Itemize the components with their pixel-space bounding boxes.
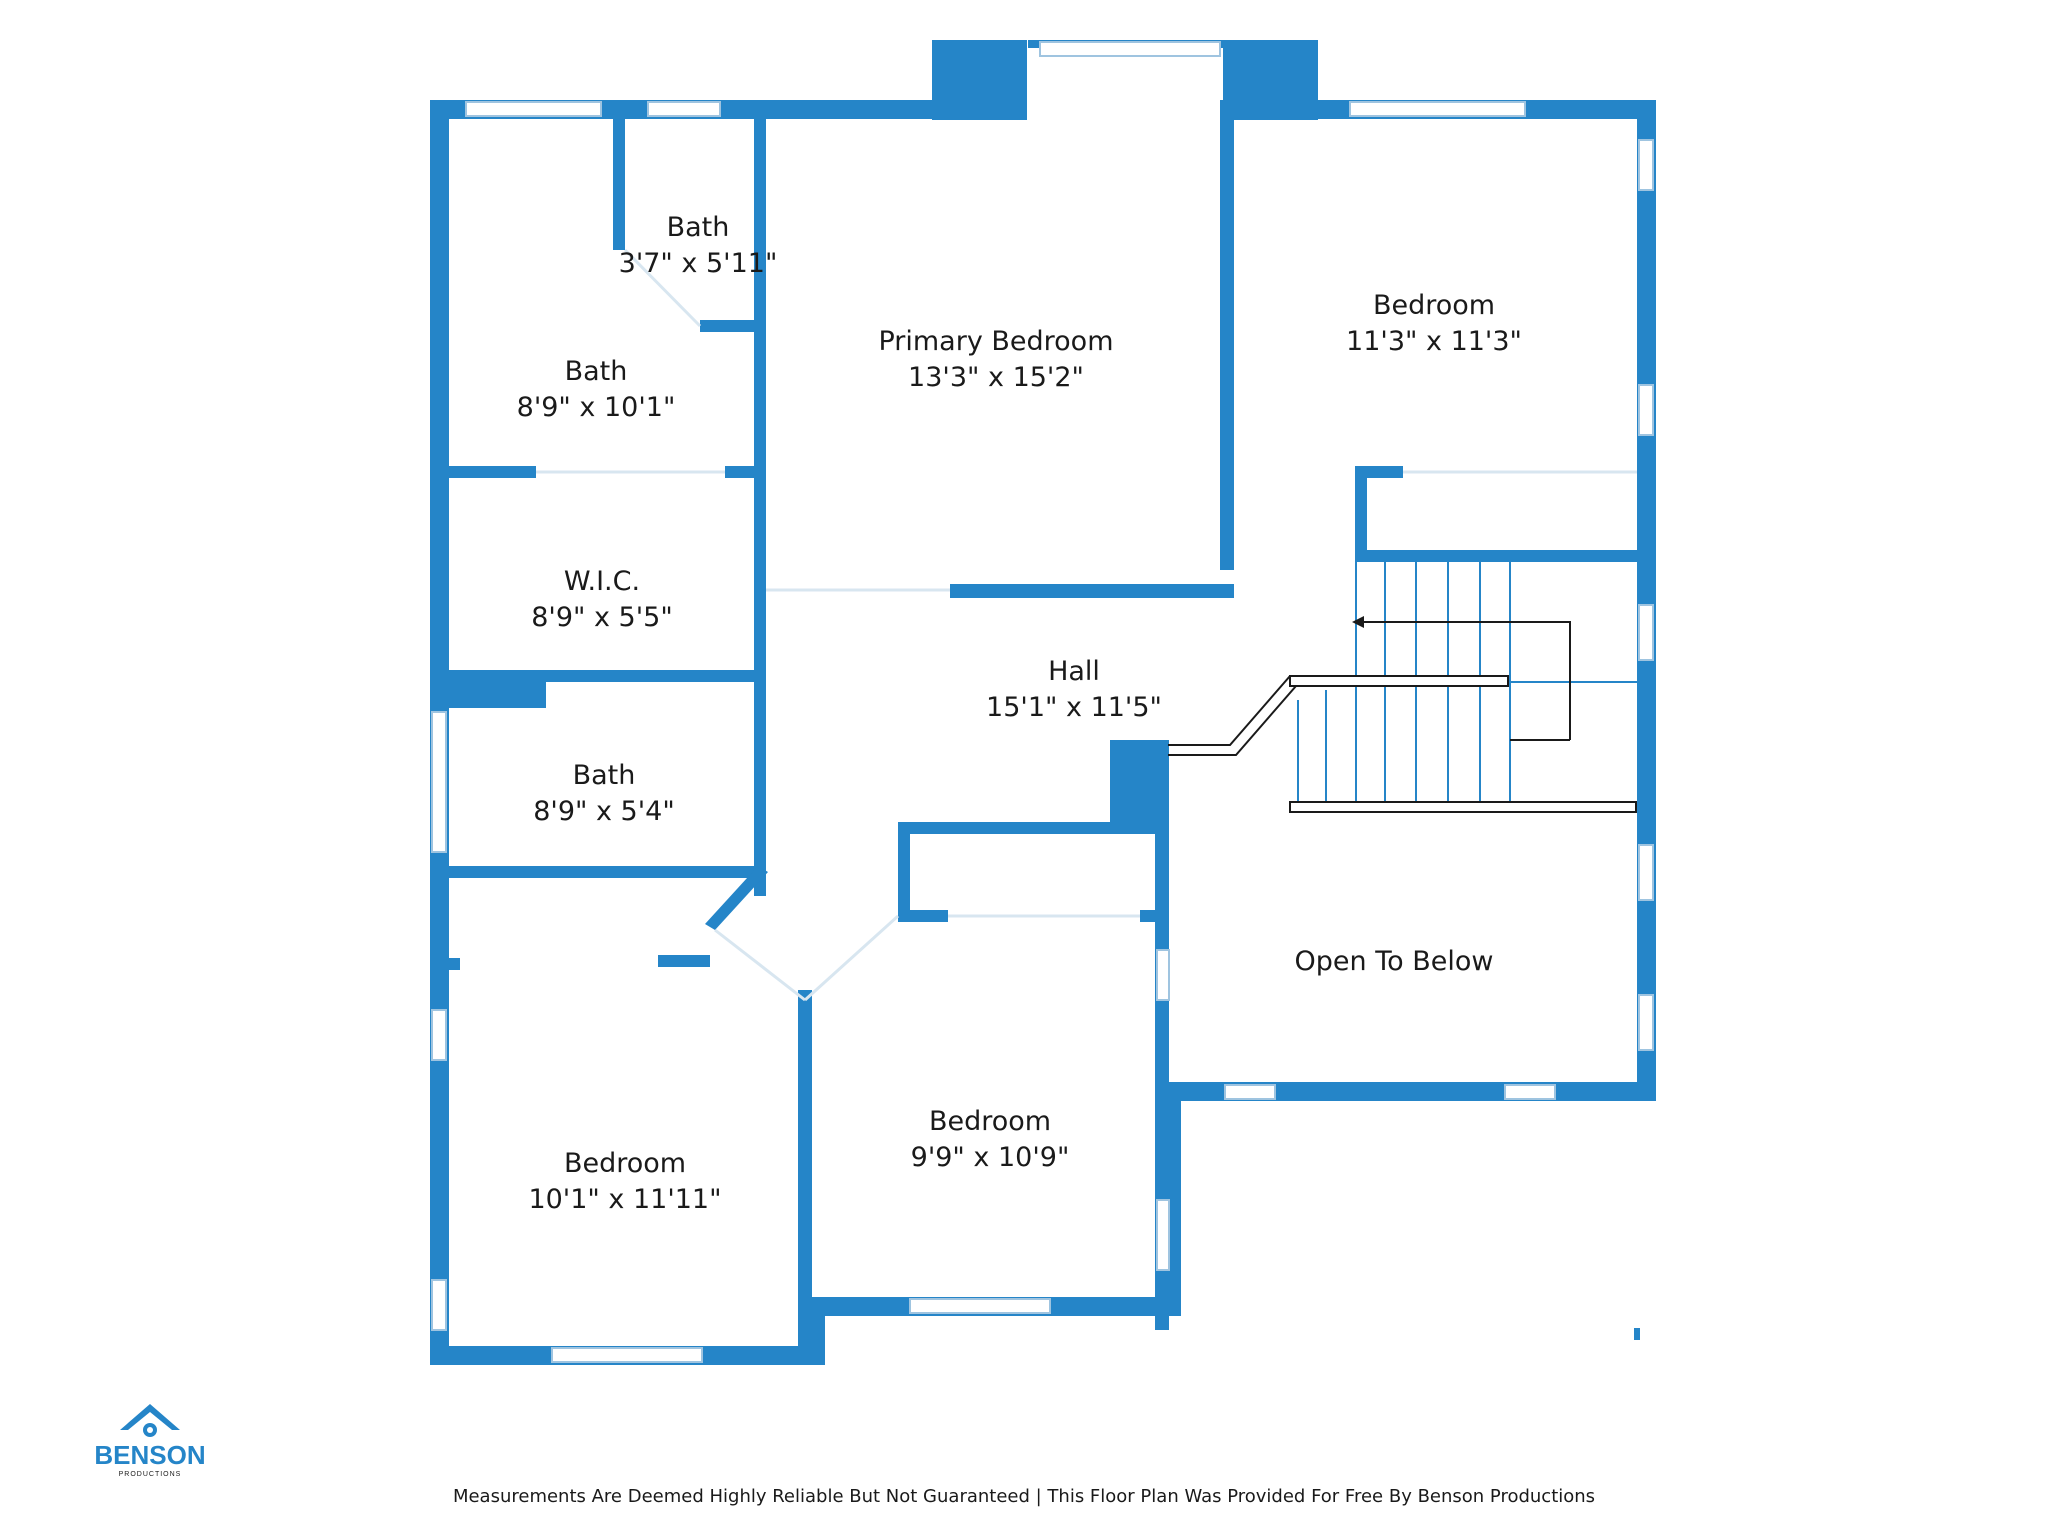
wall	[1223, 40, 1318, 120]
stair-rail	[1168, 685, 1297, 756]
wall	[658, 955, 710, 967]
room-dims: 3'7" x 5'11"	[619, 248, 778, 279]
wall	[950, 584, 1234, 598]
window	[551, 1347, 703, 1363]
door	[623, 248, 702, 328]
wall	[1355, 550, 1655, 562]
wall	[1634, 1328, 1640, 1340]
room-dims: 10'1" x 11'11"	[528, 1184, 721, 1215]
room-name: W.I.C.	[564, 566, 640, 597]
wall	[705, 866, 768, 930]
window	[1504, 1084, 1556, 1100]
door	[803, 914, 900, 1002]
logo-sub: PRODUCTIONS	[119, 1471, 182, 1478]
wall	[430, 958, 460, 970]
house-roof-icon	[120, 1404, 180, 1430]
room-name: Bedroom	[1373, 290, 1495, 321]
window	[1039, 41, 1221, 57]
room-name: Bath	[573, 760, 636, 791]
window	[647, 101, 721, 117]
window	[1156, 1199, 1170, 1271]
window	[465, 101, 602, 117]
window	[1156, 949, 1170, 1001]
wall	[898, 910, 948, 922]
wall	[430, 670, 546, 708]
windows	[431, 41, 1654, 1363]
wall	[430, 466, 536, 478]
room-name: Hall	[1048, 656, 1100, 687]
room-dims: 8'9" x 5'5"	[531, 602, 673, 633]
arrow-head-icon	[1352, 616, 1364, 628]
wall	[898, 822, 910, 922]
window	[1638, 844, 1654, 901]
room-name: Bedroom	[929, 1106, 1051, 1137]
window	[1638, 994, 1654, 1051]
window	[909, 1298, 1051, 1314]
wall	[613, 100, 625, 250]
wall	[1155, 740, 1169, 1330]
window	[1224, 1084, 1276, 1100]
window	[431, 1009, 447, 1061]
room-dims: 11'3" x 11'3"	[1346, 326, 1522, 357]
window	[1638, 604, 1654, 661]
door	[714, 928, 806, 1002]
room-dims: 15'1" x 11'5"	[986, 692, 1162, 723]
stair-arrow	[1362, 621, 1571, 740]
door-openings	[536, 248, 1637, 1002]
logo-brand: BENSON	[94, 1440, 205, 1470]
window	[1349, 101, 1526, 117]
wall	[1355, 466, 1367, 562]
room-dims: 8'9" x 5'4"	[533, 796, 675, 827]
benson-logo: BENSON PRODUCTIONS	[94, 1404, 206, 1478]
stair-rail	[1289, 801, 1637, 813]
window	[431, 1279, 447, 1331]
room-dims: 13'3" x 15'2"	[908, 362, 1084, 393]
room-name: Primary Bedroom	[878, 326, 1113, 357]
room-name: Bath	[565, 356, 628, 387]
wall	[754, 100, 766, 472]
room-dims: 8'9" x 10'1"	[517, 392, 676, 423]
wall	[932, 40, 1027, 120]
room-name: Bedroom	[564, 1148, 686, 1179]
room-labels: Bath 3'7" x 5'11" Bath 8'9" x 10'1" Prim…	[517, 212, 1522, 1215]
wall	[1140, 910, 1168, 922]
window	[1638, 139, 1654, 191]
wall	[898, 822, 1168, 834]
disclaimer-text: Measurements Are Deemed Highly Reliable …	[452, 1486, 1596, 1507]
stair-rail	[1289, 675, 1509, 687]
window	[1638, 384, 1654, 436]
staircase	[1168, 562, 1637, 813]
stair-rail	[1168, 675, 1291, 746]
room-name: Open To Below	[1295, 946, 1494, 977]
wall	[1637, 100, 1656, 1100]
wall	[1220, 100, 1234, 570]
window	[431, 711, 447, 853]
wall	[798, 990, 812, 1360]
room-dims: 9'9" x 10'9"	[911, 1142, 1070, 1173]
wall	[430, 866, 766, 878]
wall	[700, 320, 766, 332]
room-name: Bath	[667, 212, 730, 243]
